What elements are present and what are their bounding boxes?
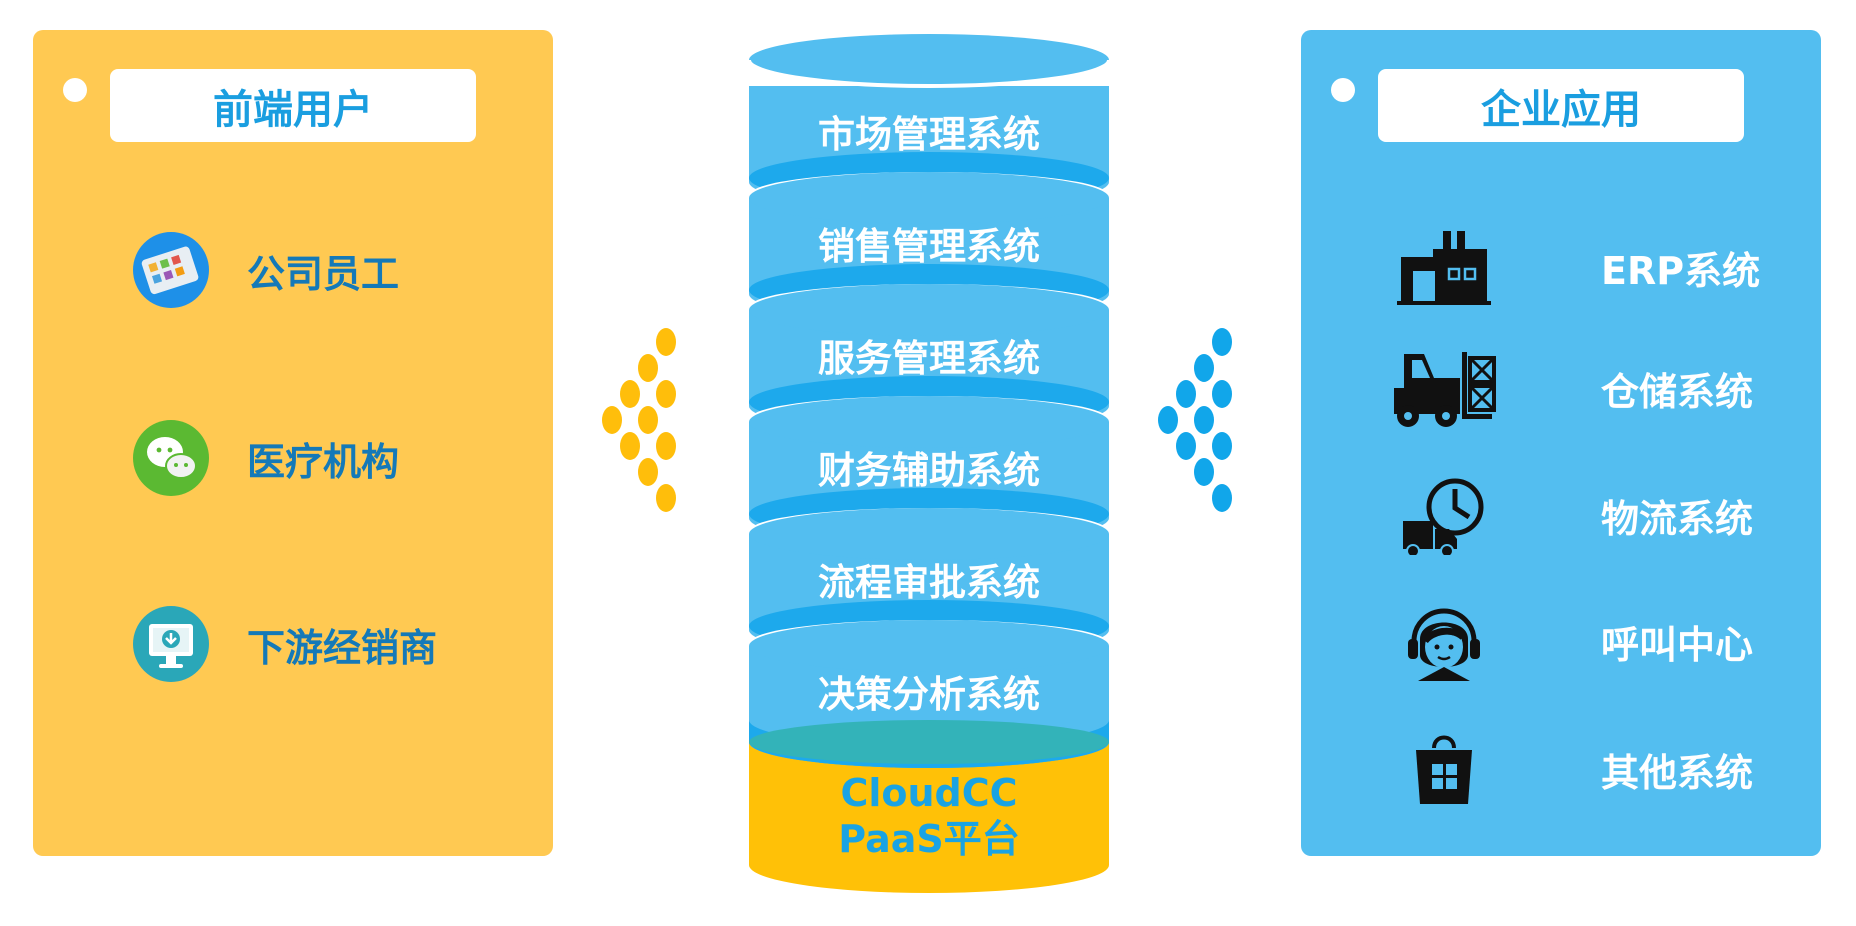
monitor-download-icon [133, 606, 209, 682]
list-item-logistics: 物流系统 [1371, 470, 1791, 560]
list-item-employees: 公司员工 [133, 230, 399, 310]
delivery-truck-clock-icon [1403, 478, 1484, 555]
seg-1 [749, 86, 1109, 224]
system-label-decision: 决策分析系统 [818, 673, 1040, 716]
system-cylinder-stack: 市场管理系统 销售管理系统 服务管理系统 财务辅助系统 流程审批系统 决策分析系… [745, 30, 1113, 900]
list-item-distributors: 下游经销商 [133, 604, 437, 684]
enterprise-apps-panel: 企业应用 ERP系统 [1301, 30, 1821, 856]
item-label: 其他系统 [1601, 750, 1754, 795]
headset-agent-icon [1408, 608, 1480, 681]
forklift-icon [1394, 352, 1496, 427]
item-label: 下游经销商 [247, 625, 438, 670]
item-label: 仓储系统 [1601, 369, 1754, 414]
arrow-left-to-center-icon [602, 328, 676, 512]
list-item-other: 其他系统 [1371, 724, 1791, 814]
panel-dot [1331, 78, 1355, 102]
system-label-service: 服务管理系统 [818, 337, 1040, 380]
tablet-apps-icon [133, 232, 209, 308]
item-label: ERP系统 [1601, 248, 1761, 293]
platform-label-line2: PaaS平台 [838, 817, 1020, 861]
arrow-right-to-center-icon [1158, 328, 1232, 512]
item-label: 呼叫中心 [1601, 622, 1754, 667]
system-label-sales: 销售管理系统 [818, 225, 1040, 268]
list-item-erp: ERP系统 [1371, 222, 1791, 312]
seg-3 [749, 310, 1109, 448]
panel-title: 前端用户 [110, 69, 476, 142]
panel-title: 企业应用 [1378, 69, 1744, 142]
seg-2 [749, 198, 1109, 336]
cylinder-graphic [747, 34, 1111, 893]
item-label: 公司员工 [247, 251, 400, 296]
wechat-icon [133, 420, 209, 496]
front-end-users-panel: 前端用户 公司员工 医疗机构 [33, 30, 553, 856]
list-item-medical: 医疗机构 [133, 418, 399, 498]
seg-5 [749, 534, 1109, 672]
item-label: 医疗机构 [247, 439, 400, 484]
item-label: 物流系统 [1601, 496, 1754, 541]
system-label-workflow: 流程审批系统 [818, 561, 1040, 604]
platform-label-line1: CloudCC [840, 771, 1018, 815]
seg-4 [749, 422, 1109, 560]
system-label-market: 市场管理系统 [818, 113, 1040, 156]
list-item-warehouse: 仓储系统 [1371, 343, 1791, 433]
seg-6 [749, 646, 1109, 768]
list-item-call-center: 呼叫中心 [1371, 596, 1791, 686]
system-label-finance: 财务辅助系统 [818, 449, 1040, 492]
panel-dot [63, 78, 87, 102]
factory-icon [1397, 231, 1491, 305]
store-bag-icon [1416, 735, 1472, 804]
